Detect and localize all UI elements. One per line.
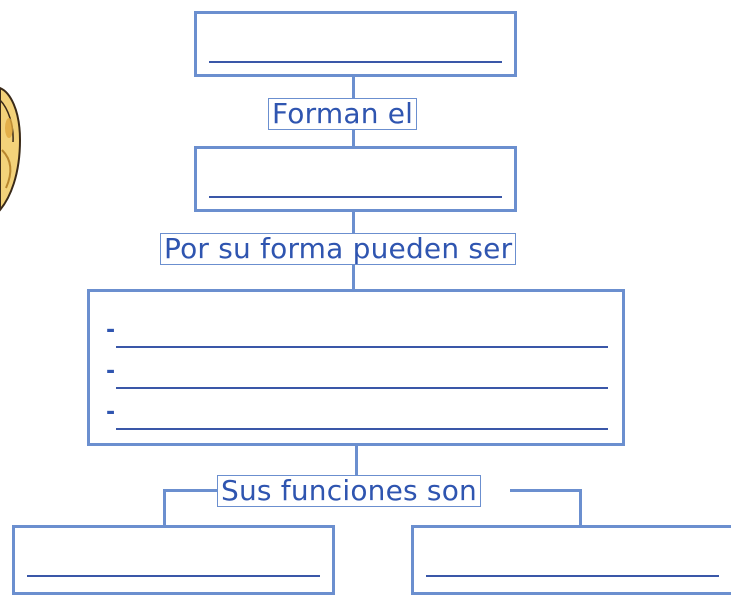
branch-drop-right <box>579 489 582 527</box>
function-right-blank[interactable] <box>426 575 719 577</box>
forms-box: - - - <box>87 289 625 446</box>
forms-blank-3[interactable] <box>116 428 608 430</box>
function-box-right <box>411 525 731 595</box>
label-sus-funciones: Sus funciones son <box>217 475 481 507</box>
branch-line-left <box>163 489 219 492</box>
forms-blank-1[interactable] <box>116 346 608 348</box>
label-por-su-forma: Por su forma pueden ser <box>160 233 517 265</box>
function-left-blank[interactable] <box>27 575 320 577</box>
list-bullet: - <box>106 359 116 384</box>
list-bullet: - <box>106 318 116 343</box>
branch-line-right <box>510 489 582 492</box>
top-box <box>194 11 517 77</box>
branch-drop-left <box>163 489 166 527</box>
connector-lower <box>355 444 358 490</box>
top-box-blank[interactable] <box>209 61 502 63</box>
illustration-fragment <box>0 86 22 212</box>
list-bullet: - <box>106 400 116 425</box>
second-box <box>194 146 517 212</box>
label-forman-el: Forman el <box>268 98 418 130</box>
function-box-left <box>12 525 335 595</box>
second-box-blank[interactable] <box>209 196 502 198</box>
forms-blank-2[interactable] <box>116 387 608 389</box>
